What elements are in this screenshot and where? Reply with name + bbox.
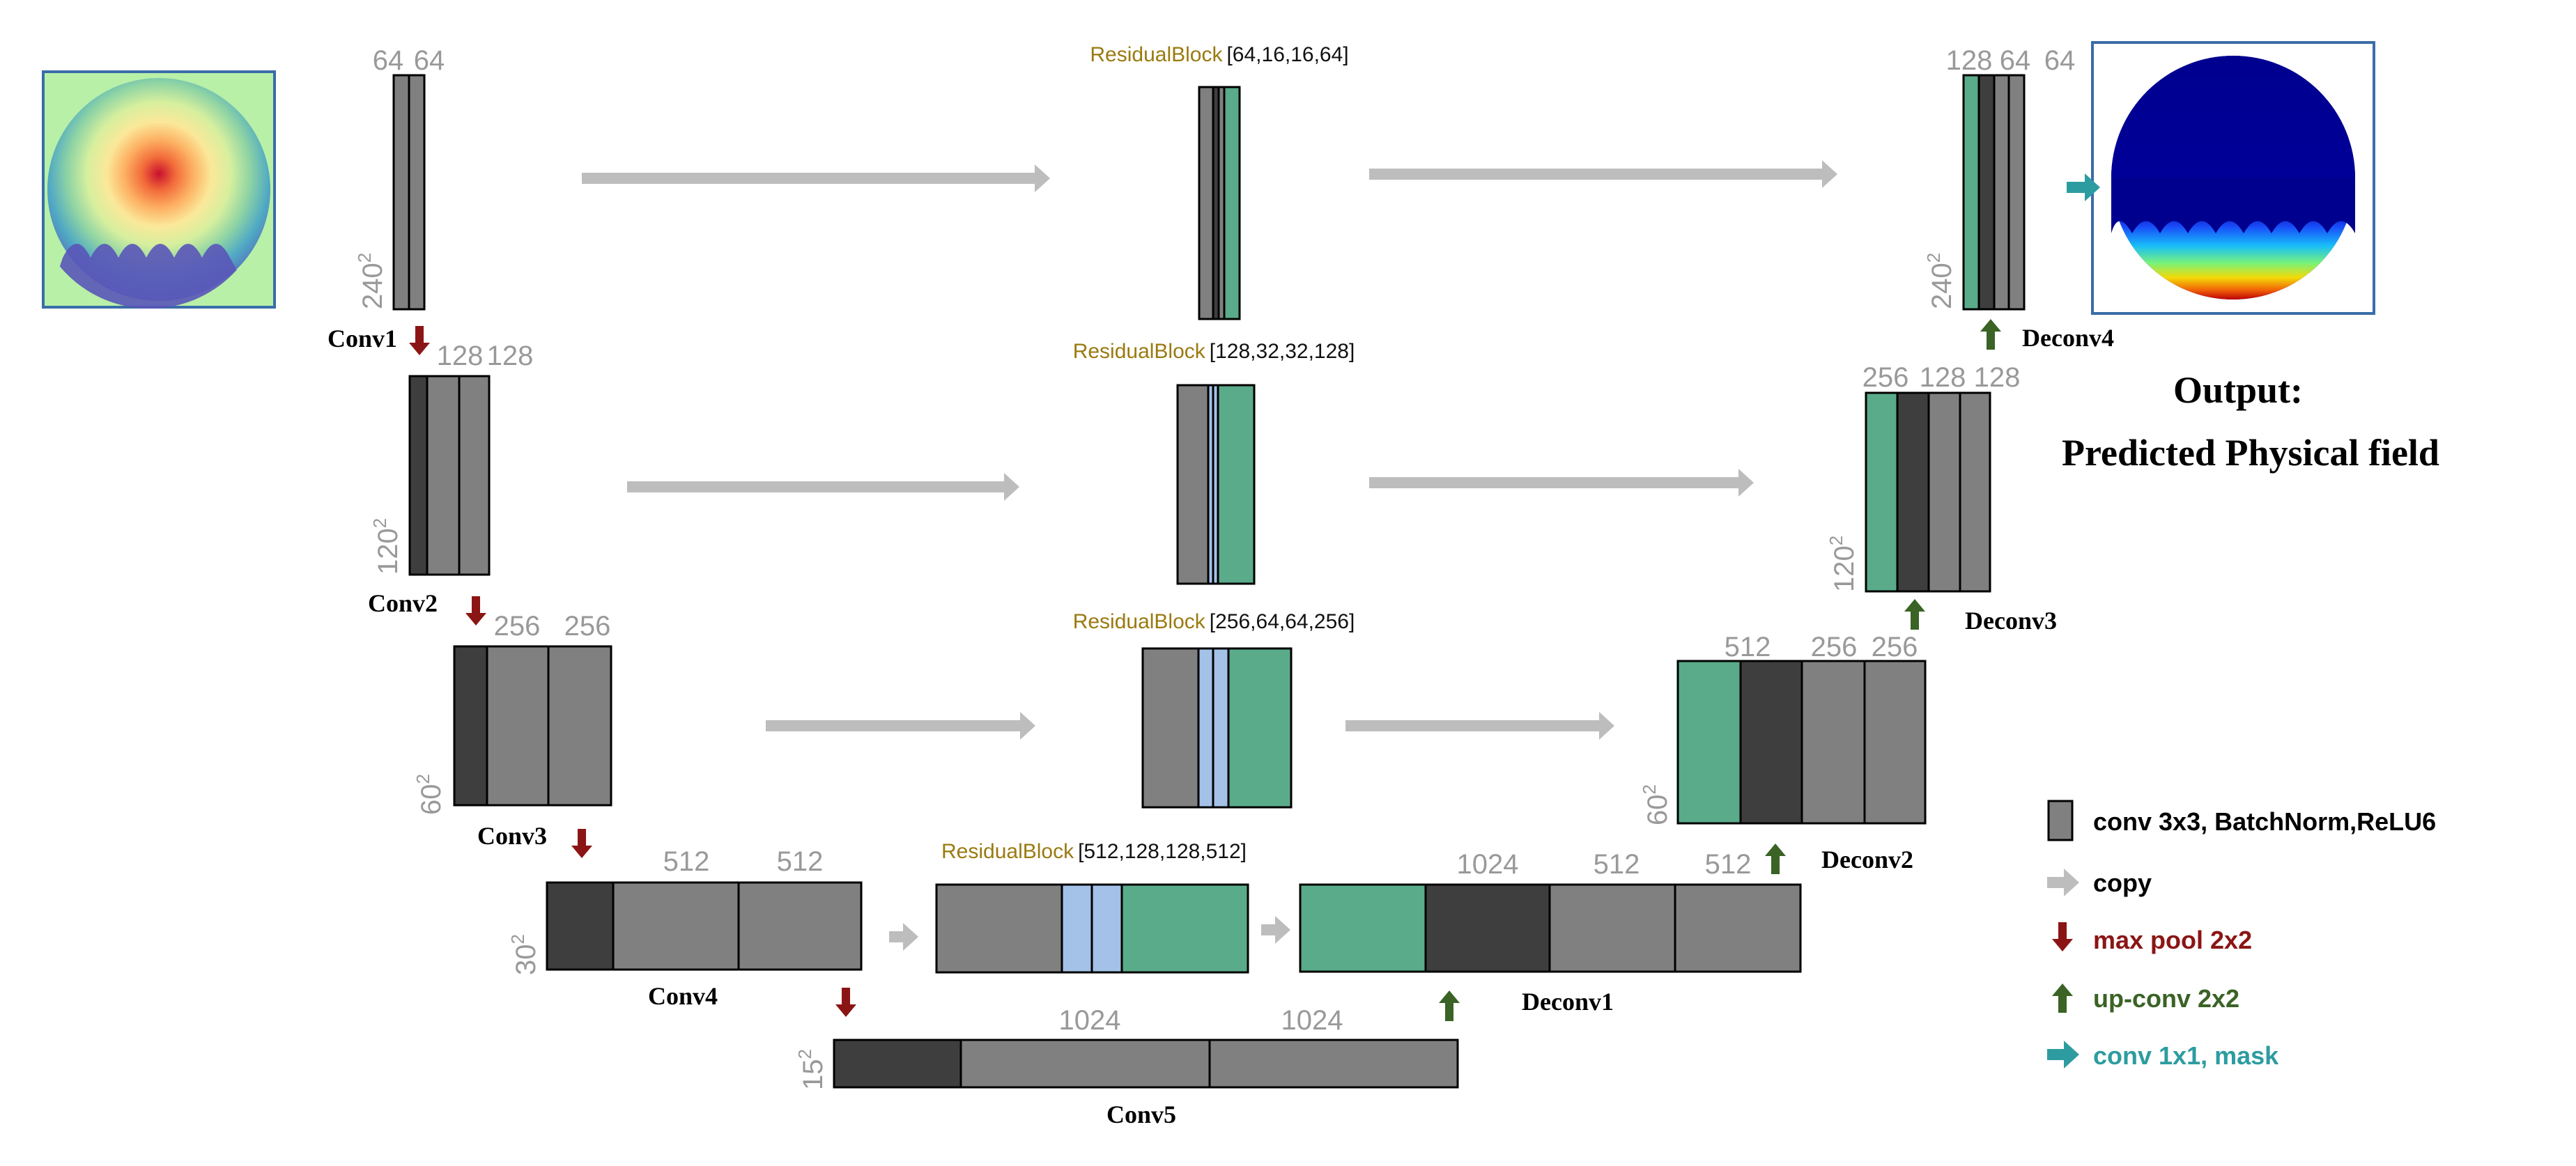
conv1x1-arrow-icon xyxy=(2047,1041,2079,1068)
legend-up-conv-text: up-conv 2x2 xyxy=(2093,984,2239,1013)
max-pool-arrows xyxy=(409,326,856,1017)
up-conv-arrow-4 xyxy=(1980,319,2001,350)
residual-block-2 xyxy=(1176,384,1256,585)
max-pool-arrow-1 xyxy=(409,326,430,355)
deconv2-label: Deconv2 xyxy=(1821,846,1913,873)
deconv3-label: Deconv3 xyxy=(1965,607,2057,635)
copy-arrow-1 xyxy=(582,164,1050,192)
deconv4-block xyxy=(1962,74,2026,311)
deconv1-channel-3: 512 xyxy=(1705,849,1752,880)
copy-arrow-2 xyxy=(1369,160,1837,188)
conv4-size-label: 302 xyxy=(507,934,541,975)
up-conv-arrow-2 xyxy=(1765,844,1786,874)
conv4-label: Conv4 xyxy=(648,982,718,1010)
conv3-block xyxy=(453,645,612,807)
deconv3-channel-2: 128 xyxy=(1920,362,1966,393)
legend: conv 3x3, BatchNorm,ReLU6 copy max pool … xyxy=(2047,800,2436,1070)
max-pool-arrow-3 xyxy=(571,829,592,858)
legend-max-pool-text: max pool 2x2 xyxy=(2093,926,2252,954)
deconv4-channel-2: 64 xyxy=(2000,45,2031,76)
copy-arrow-3 xyxy=(627,473,1019,501)
deconv4-channel-3: 64 xyxy=(2044,45,2076,76)
conv5-size-label: 152 xyxy=(794,1049,828,1090)
legend-conv-text: conv 3x3, BatchNorm,ReLU6 xyxy=(2093,807,2436,836)
conv5-label: Conv5 xyxy=(1106,1101,1176,1128)
deconv4-label: Deconv4 xyxy=(2022,324,2114,352)
copy-arrow-7 xyxy=(889,923,918,951)
deconv2-size-label: 602 xyxy=(1639,784,1673,825)
conv5-channel-1: 1024 xyxy=(1059,1005,1121,1036)
deconv1-channel-2: 512 xyxy=(1594,849,1640,880)
residual-titles: ResidualBlock[64,16,16,64] ResidualBlock… xyxy=(941,43,1355,863)
copy-arrow-4 xyxy=(1369,469,1754,497)
deconv3-channel-1: 256 xyxy=(1862,362,1909,393)
channel-labels: 64 64 128 128 256 256 512 512 1024 1024 … xyxy=(373,45,2076,1036)
up-conv-arrow-3 xyxy=(1904,599,1925,630)
max-pool-arrow-icon xyxy=(2052,922,2073,951)
output-field-image xyxy=(2091,41,2375,315)
conv-block-icon xyxy=(2047,800,2074,841)
conv1x1-arrow xyxy=(2067,173,2100,201)
deconv1-block xyxy=(1299,883,1802,973)
conv1-size-label: 2402 xyxy=(354,253,388,309)
conv2-channel-2: 128 xyxy=(487,341,534,371)
copy-arrow-8 xyxy=(1261,916,1290,944)
max-pool-arrow-4 xyxy=(835,988,856,1017)
conv2-label: Conv2 xyxy=(368,589,438,617)
residual-block-1 xyxy=(1198,86,1241,320)
output-caption: Output: Predicted Physical field xyxy=(2062,369,2439,474)
residual-title-1: ResidualBlock[64,16,16,64] xyxy=(1090,43,1348,66)
conv3-label: Conv3 xyxy=(477,822,547,850)
residual-title-3: ResidualBlock[256,64,64,256] xyxy=(1073,610,1355,633)
output-caption-line1: Output: xyxy=(2173,369,2303,411)
residual-block-4 xyxy=(935,883,1249,974)
spatial-size-labels: 2402 1202 602 302 152 602 1202 2402 xyxy=(354,253,1957,1090)
conv5-block xyxy=(833,1039,1459,1089)
block-labels: Conv1 Conv2 Conv3 Conv4 Conv5 Deconv1 De… xyxy=(327,324,2114,1128)
deconv1-label: Deconv1 xyxy=(1522,988,1614,1016)
deconv3-channel-3: 128 xyxy=(1974,362,2021,393)
input-field-image xyxy=(42,70,276,309)
up-conv-arrow-icon xyxy=(2052,984,2073,1013)
conv3-channel-1: 256 xyxy=(494,611,541,642)
residual-title-2: ResidualBlock[128,32,32,128] xyxy=(1073,340,1355,363)
conv5-channel-2: 1024 xyxy=(1281,1005,1343,1036)
up-conv-arrow-1 xyxy=(1439,990,1460,1021)
deconv3-block xyxy=(1865,391,1991,593)
conv1-label: Conv1 xyxy=(327,325,397,352)
legend-conv1x1-text: conv 1x1, mask xyxy=(2093,1041,2279,1070)
deconv2-channel-3: 256 xyxy=(1872,632,1918,662)
copy-arrow-5 xyxy=(766,712,1035,740)
residual-title-4: ResidualBlock[512,128,128,512] xyxy=(941,840,1247,863)
conv1-block xyxy=(392,74,426,311)
output-caption-line2: Predicted Physical field xyxy=(2062,432,2439,474)
deconv3-size-label: 1202 xyxy=(1826,536,1860,592)
deconv2-block xyxy=(1676,660,1927,825)
conv4-channel-1: 512 xyxy=(663,846,710,877)
copy-arrow-6 xyxy=(1345,712,1614,740)
conv4-channel-2: 512 xyxy=(777,846,824,877)
deconv1-channel-1: 1024 xyxy=(1457,849,1519,880)
deconv4-size-label: 2402 xyxy=(1923,253,1957,309)
residual-block-3 xyxy=(1141,647,1293,809)
conv2-channel-1: 128 xyxy=(437,341,484,371)
conv3-size-label: 602 xyxy=(412,774,447,815)
legend-copy-text: copy xyxy=(2093,869,2152,897)
conv4-block xyxy=(546,881,863,971)
conv2-block xyxy=(408,375,491,576)
conv2-size-label: 1202 xyxy=(369,518,403,575)
conv1-channel-2: 64 xyxy=(414,45,445,76)
max-pool-arrow-2 xyxy=(465,596,486,625)
conv3-channel-2: 256 xyxy=(564,611,611,642)
deconv4-channel-1: 128 xyxy=(1946,45,1993,76)
up-conv-arrows xyxy=(1439,319,2001,1021)
conv1-channel-1: 64 xyxy=(373,45,404,76)
deconv2-channel-2: 256 xyxy=(1811,632,1858,662)
copy-arrows xyxy=(582,160,1837,951)
deconv2-channel-1: 512 xyxy=(1725,632,1771,662)
copy-arrow-icon xyxy=(2047,869,2079,896)
